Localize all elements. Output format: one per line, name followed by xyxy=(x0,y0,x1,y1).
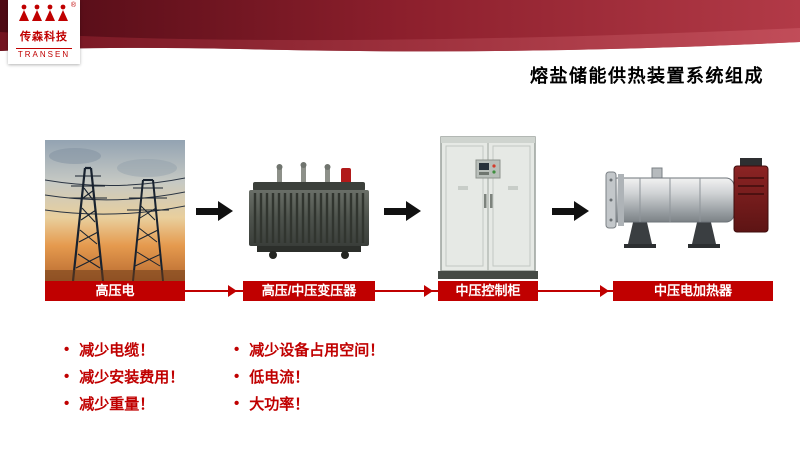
flow-label-electric-heater: 中压电加热器 xyxy=(613,281,773,301)
list-item: • 减少设备占用空间！ xyxy=(234,336,384,363)
logo-name: 传森科技 xyxy=(20,31,68,43)
arrow-shaft xyxy=(552,207,574,215)
bullet-icon: • xyxy=(234,341,240,358)
bullet-icon: • xyxy=(234,368,240,385)
flow-connector-arrow-icon xyxy=(228,285,237,297)
top-banner xyxy=(0,0,800,52)
electric-heater-image xyxy=(600,152,772,252)
transformer-image xyxy=(243,160,375,260)
bullet-text: 减少安装费用！ xyxy=(79,369,185,386)
company-logo: ® 传森科技 TRANSEN xyxy=(8,0,80,64)
page-title: 熔盐储能供热装置系统组成 xyxy=(530,66,764,86)
power-towers-image xyxy=(45,140,185,281)
bullet-text: 低电流！ xyxy=(249,369,310,386)
registered-mark: ® xyxy=(70,2,76,9)
bullet-icon: • xyxy=(234,395,240,412)
flow-label-power: 高压电 xyxy=(45,281,185,301)
flow-connector-line xyxy=(50,290,770,292)
arrow-head xyxy=(574,201,589,221)
arrow-right-icon xyxy=(384,201,421,221)
list-item: • 大功率！ xyxy=(234,390,384,417)
arrow-head xyxy=(406,201,421,221)
arrow-right-icon xyxy=(552,201,589,221)
arrow-head xyxy=(218,201,233,221)
logo-icon xyxy=(19,4,68,21)
control-cabinet-image xyxy=(438,134,538,281)
list-item: • 低电流！ xyxy=(234,363,384,390)
flow-connector-arrow-icon xyxy=(424,285,433,297)
flow-connector-arrow-icon xyxy=(600,285,609,297)
bullet-text: 减少重量！ xyxy=(79,396,155,413)
flow-label-control-cabinet: 中压控制柜 xyxy=(438,281,538,301)
list-item: • 减少重量！ xyxy=(64,390,184,417)
bullet-text: 减少设备占用空间！ xyxy=(249,342,385,359)
list-item: • 减少电缆！ xyxy=(64,336,184,363)
bullet-icon: • xyxy=(64,395,70,412)
flow-label-transformer: 高压/中压变压器 xyxy=(243,281,375,301)
benefits-list-left: • 减少电缆！ • 减少安装费用！ • 减少重量！ xyxy=(64,336,184,417)
bullet-icon: • xyxy=(64,368,70,385)
list-item: • 减少安装费用！ xyxy=(64,363,184,390)
bullet-icon: • xyxy=(64,341,70,358)
bullet-text: 大功率！ xyxy=(249,396,310,413)
arrow-right-icon xyxy=(196,201,233,221)
logo-subtitle: TRANSEN xyxy=(15,48,73,59)
arrow-shaft xyxy=(196,207,218,215)
arrow-shaft xyxy=(384,207,406,215)
bullet-text: 减少电缆！ xyxy=(79,342,155,359)
benefits-list-right: • 减少设备占用空间！ • 低电流！ • 大功率！ xyxy=(234,336,384,417)
